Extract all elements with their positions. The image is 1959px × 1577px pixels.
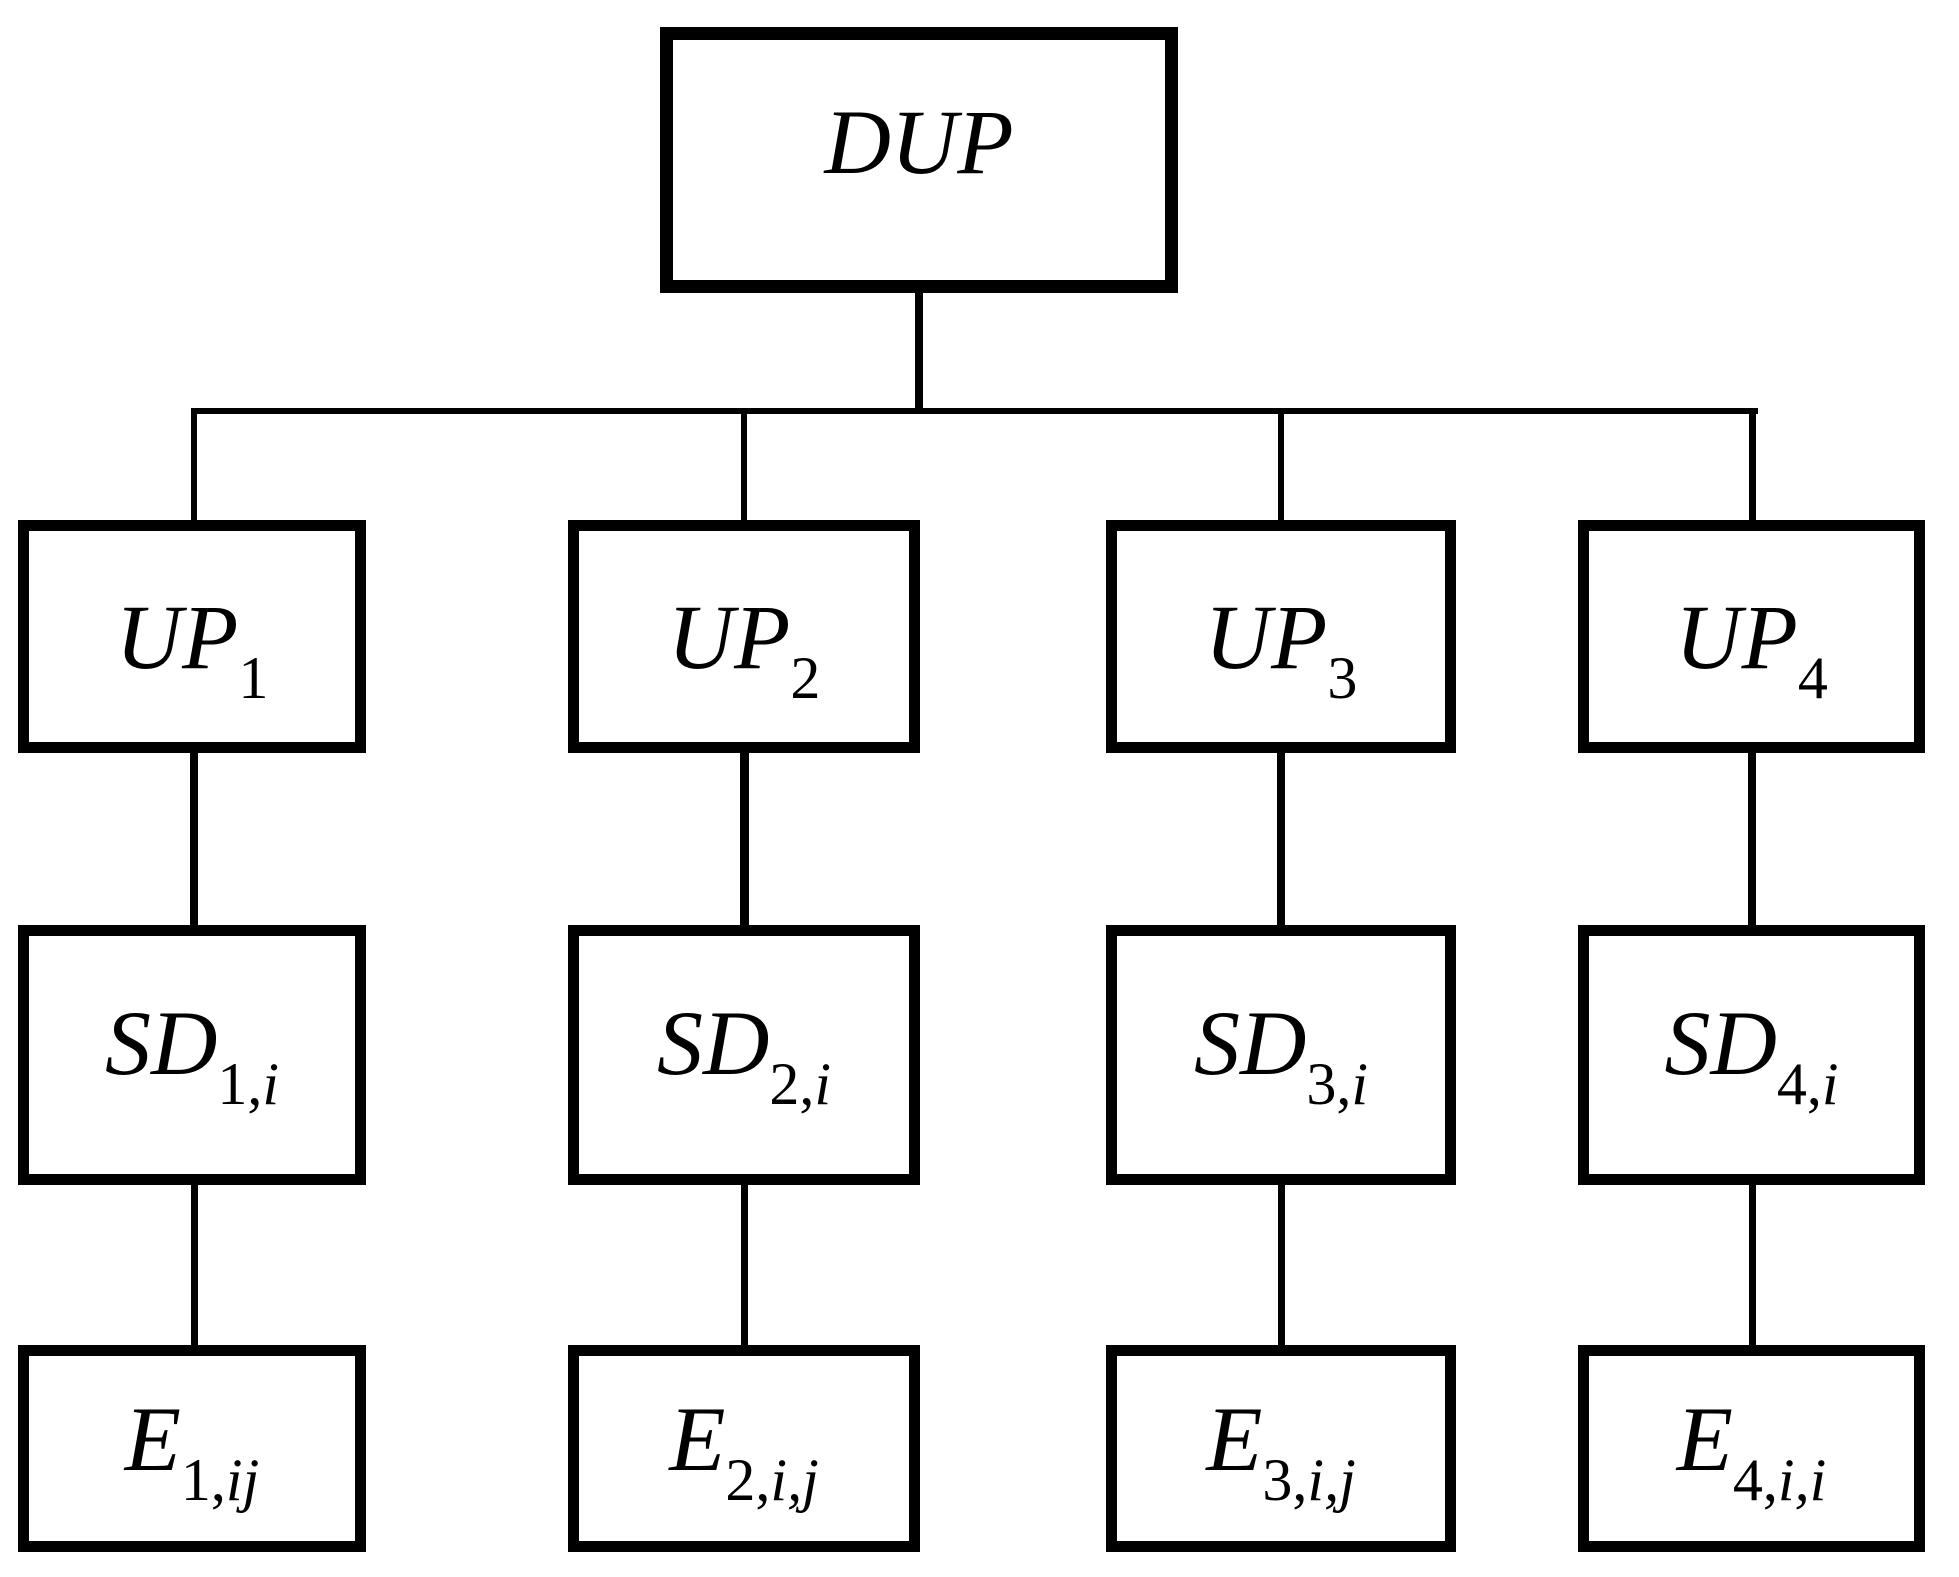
node-e4-label: E4,i,i — [1676, 1387, 1827, 1513]
node-sd3-label: SD3,i — [1193, 992, 1369, 1117]
connector-up1-sd1 — [190, 748, 198, 930]
node-e1: E1,ij — [18, 1345, 366, 1552]
node-sd2: SD2,i — [568, 925, 920, 1185]
node-e3: E3,i,j — [1106, 1345, 1456, 1552]
connector-bus-up2 — [741, 408, 747, 526]
connector-sd1-e1 — [191, 1180, 198, 1350]
node-up1: UP1 — [18, 520, 366, 753]
node-up1-label: UP1 — [115, 585, 269, 711]
node-e3-label: E3,i,j — [1206, 1387, 1356, 1513]
connector-dup-trunk — [915, 290, 923, 414]
node-dup-label: DUP — [824, 91, 1014, 193]
connector-horizontal-bus — [191, 408, 1758, 414]
connector-up2-sd2 — [740, 748, 749, 930]
node-e4: E4,i,i — [1578, 1345, 1925, 1552]
connector-up3-sd3 — [1277, 748, 1285, 930]
node-up4-label: UP4 — [1675, 585, 1828, 711]
node-sd3: SD3,i — [1106, 925, 1456, 1185]
node-sd4-label: SD4,i — [1664, 992, 1839, 1117]
connector-sd3-e3 — [1278, 1180, 1285, 1350]
node-sd1-label: SD1,i — [104, 992, 280, 1117]
node-e1-label: E1,ij — [124, 1387, 260, 1513]
node-dup: DUP — [660, 27, 1178, 293]
node-up3: UP3 — [1106, 520, 1456, 753]
node-e2-label: E2,i,j — [669, 1387, 819, 1513]
connector-sd4-e4 — [1749, 1180, 1756, 1350]
connector-bus-up1 — [191, 408, 197, 526]
node-sd1: SD1,i — [18, 925, 366, 1185]
connector-sd2-e2 — [741, 1180, 748, 1350]
node-sd2-label: SD2,i — [656, 992, 832, 1117]
node-up4: UP4 — [1578, 520, 1925, 753]
node-up3-label: UP3 — [1204, 585, 1358, 711]
connector-bus-up4 — [1749, 408, 1756, 526]
node-up2-label: UP2 — [667, 585, 821, 711]
connector-bus-up3 — [1278, 408, 1284, 526]
node-up2: UP2 — [568, 520, 920, 753]
connector-up4-sd4 — [1748, 748, 1756, 930]
node-e2: E2,i,j — [568, 1345, 920, 1552]
node-sd4: SD4,i — [1578, 925, 1925, 1185]
